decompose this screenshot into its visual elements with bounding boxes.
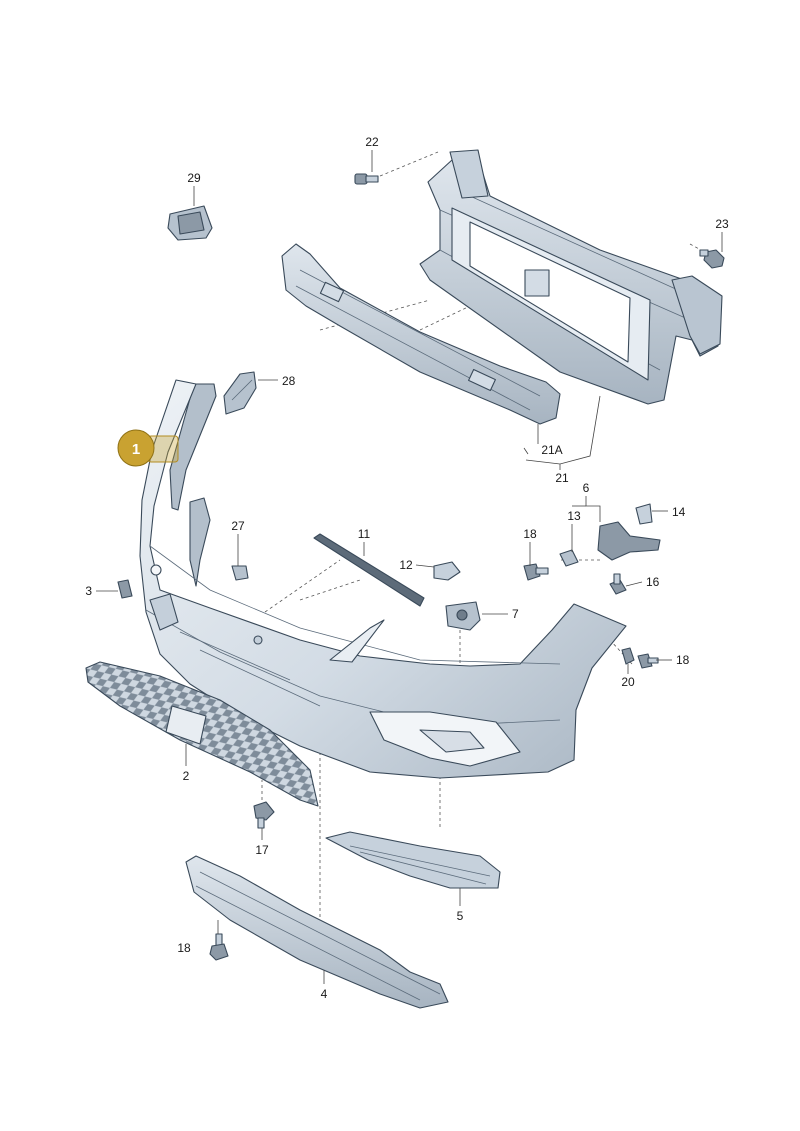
sensor-group-6 (523, 503, 661, 595)
trim-5 (325, 831, 501, 889)
bolt-18-bottom (209, 933, 229, 961)
leader-lines (96, 150, 723, 984)
bracket-7 (445, 601, 481, 631)
bolt-23 (699, 249, 725, 269)
label-6: 6 (583, 481, 590, 495)
label-14: 14 (672, 505, 686, 519)
label-11: 11 (358, 527, 371, 541)
cap-3 (117, 579, 133, 599)
highlight-badge-number: 1 (132, 441, 140, 458)
strip-11 (313, 533, 425, 607)
cap-29 (167, 205, 213, 241)
highlight-badge-1[interactable]: 1 (117, 429, 179, 467)
label-27: 27 (231, 519, 245, 533)
label-21: 21 (555, 471, 569, 485)
side-guide-1 (169, 383, 217, 587)
bumper-cover (139, 379, 627, 779)
label-5: 5 (457, 909, 464, 923)
grille-2 (85, 661, 319, 807)
label-18-top: 18 (523, 527, 537, 541)
label-7: 7 (512, 607, 519, 621)
label-17: 17 (255, 843, 269, 857)
label-2: 2 (183, 769, 190, 783)
label-4: 4 (321, 987, 328, 1001)
label-18-bottom: 18 (177, 941, 191, 955)
label-12: 12 (399, 558, 413, 572)
energy-absorber-21a (281, 243, 561, 425)
label-23: 23 (715, 217, 729, 231)
label-3: 3 (85, 584, 92, 598)
bolt-22 (354, 173, 379, 185)
spoiler-4 (185, 855, 449, 1009)
label-21a: 21A (541, 443, 562, 457)
label-16: 16 (646, 575, 660, 589)
label-22: 22 (365, 135, 379, 149)
label-28: 28 (282, 374, 296, 388)
clip-20 (621, 647, 659, 669)
bolt-17 (253, 801, 275, 829)
clip-27 (231, 565, 249, 581)
label-20: 20 (621, 675, 635, 689)
cap-12 (433, 561, 461, 581)
label-29: 29 (187, 171, 201, 185)
label-18-right: 18 (676, 653, 690, 667)
bracket-28 (223, 371, 257, 415)
impact-beam-carrier-21 (419, 149, 723, 405)
part-labels: 22 29 23 28 21A 21 6 13 14 18 27 11 12 1… (85, 135, 729, 1001)
label-13: 13 (567, 509, 581, 523)
